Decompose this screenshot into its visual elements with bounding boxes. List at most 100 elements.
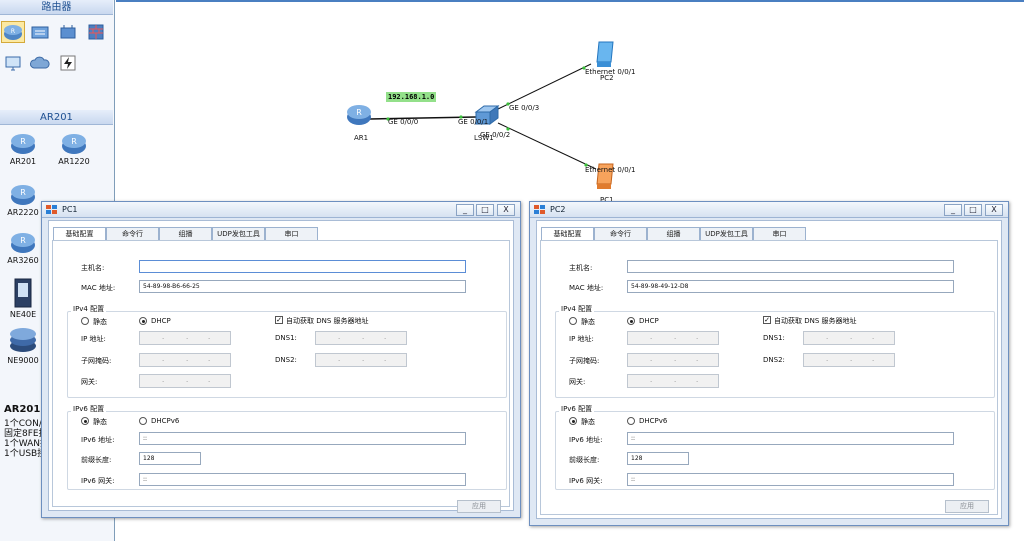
router-icon[interactable]: R [346,102,372,126]
port-dot [386,117,390,121]
tab-multicast[interactable]: 组播 [647,227,700,241]
maximize-button[interactable]: □ [476,204,494,216]
dns1-input[interactable]: ... [315,331,407,345]
pc-icon[interactable] [593,40,617,70]
window-titlebar[interactable]: PC1 _ □ X [42,202,520,218]
port-label: GE 0/0/0 [388,118,419,126]
prefix-length-input[interactable]: 128 [139,452,201,465]
tab-command-line[interactable]: 命令行 [594,227,647,241]
close-button[interactable]: X [497,204,515,216]
ipv4-static-label: 静态 [93,318,107,326]
dns1-input[interactable]: ... [803,331,895,345]
hostname-label: 主机名: [569,264,593,272]
device-ar3260[interactable]: R AR3260 [1,230,45,265]
minimize-button[interactable]: _ [456,204,474,216]
ip-address-label: IP 地址: [81,335,106,343]
window-title: PC2 [550,205,566,214]
ipv4-dhcp-radio[interactable] [139,317,147,325]
subnet-mask-label: 子网掩码: [569,357,600,365]
pc-icon[interactable] [593,162,617,192]
hostname-input[interactable] [627,260,954,273]
ipv6-config-group [67,411,507,490]
ipv4-config-title: IPv4 配置 [559,304,595,314]
pc-category-tile[interactable] [1,52,25,74]
tab-serial[interactable]: 串口 [753,227,806,241]
window-content: 基础配置 命令行 组播 UDP发包工具 串口 主机名: MAC 地址: 54-8… [48,220,514,513]
mac-address-field[interactable]: 54-89-98-B6-66-25 [139,280,466,293]
window-titlebar[interactable]: PC2 _ □ X [530,202,1008,218]
apply-button[interactable]: 应用 [457,500,501,513]
minimize-button[interactable]: _ [944,204,962,216]
ipv6-static-label: 静态 [581,418,595,426]
subnet-mask-input[interactable]: ... [627,353,719,367]
gateway-input[interactable]: ... [627,374,719,388]
wlan-category-tile[interactable] [56,21,80,43]
maximize-button[interactable]: □ [964,204,982,216]
router-category-tile[interactable]: R [1,21,25,43]
node-label-pc1: PC1 [600,196,614,204]
ipv6-config-title: IPv6 配置 [71,404,107,414]
ipv6-config-title: IPv6 配置 [559,404,595,414]
device-ne40e[interactable]: NE40E [1,278,45,319]
switch-category-tile[interactable] [28,21,52,43]
ipv4-dhcp-radio[interactable] [627,317,635,325]
dhcpv6-radio[interactable] [627,417,635,425]
app-icon [534,205,545,214]
chassis-router-icon [14,278,32,308]
link-lsw1-pc1 [497,122,597,170]
device-ar201[interactable]: R AR201 [1,131,45,166]
device-ar2220[interactable]: R AR2220 [1,182,45,217]
ipv6-address-input[interactable]: :: [139,432,466,445]
app-icon [46,205,57,214]
device-ne9000[interactable]: NE9000 [1,326,45,365]
ipv4-config-title: IPv4 配置 [71,304,107,314]
prefix-length-input[interactable]: 128 [627,452,689,465]
dns2-label: DNS2: [763,356,785,364]
tab-basic-config[interactable]: 基础配置 [541,227,594,241]
ipv6-gateway-input[interactable]: :: [139,473,466,486]
ipv6-config-group [555,411,995,490]
tab-multicast[interactable]: 组播 [159,227,212,241]
hostname-input[interactable] [139,260,466,273]
cluster-router-icon [10,328,36,352]
apply-button[interactable]: 应用 [945,500,989,513]
mac-label: MAC 地址: [569,284,604,292]
cable-category-tile[interactable] [56,52,80,74]
gateway-input[interactable]: ... [139,374,231,388]
switch-icon[interactable] [472,102,500,130]
auto-dns-checkbox[interactable]: ✓ [763,316,771,324]
gateway-label: 网关: [81,378,98,386]
firewall-icon [88,24,104,40]
ipv6-gateway-input[interactable]: :: [627,473,954,486]
network-label[interactable]: 192.168.1.0 [386,92,437,102]
auto-dns-checkbox[interactable]: ✓ [275,316,283,324]
ipv4-config-group [67,311,507,398]
svg-text:R: R [20,236,26,245]
ipv4-static-radio[interactable] [81,317,89,325]
ipv6-static-radio[interactable] [81,417,89,425]
ipv4-static-radio[interactable] [569,317,577,325]
dhcpv6-label: DHCPv6 [151,417,180,425]
dns2-input[interactable]: ... [315,353,407,367]
close-button[interactable]: X [985,204,1003,216]
tab-basic-config[interactable]: 基础配置 [53,227,106,241]
device-info-line: 1个USB接口 [4,449,56,459]
gateway-label: 网关: [569,378,586,386]
tab-udp-tool[interactable]: UDP发包工具 [212,227,265,241]
port-dot [506,102,510,106]
dns2-input[interactable]: ... [803,353,895,367]
dhcpv6-radio[interactable] [139,417,147,425]
tab-udp-tool[interactable]: UDP发包工具 [700,227,753,241]
ipv6-static-radio[interactable] [569,417,577,425]
cloud-category-tile[interactable] [28,52,52,74]
tab-command-line[interactable]: 命令行 [106,227,159,241]
subnet-mask-input[interactable]: ... [139,353,231,367]
mac-address-field[interactable]: 54-89-98-49-12-D8 [627,280,954,293]
firewall-category-tile[interactable] [84,21,108,43]
tab-serial[interactable]: 串口 [265,227,318,241]
device-ar1220[interactable]: R AR1220 [52,131,96,166]
ip-address-input[interactable]: ... [139,331,231,345]
svg-text:R: R [20,188,26,197]
ipv6-address-input[interactable]: :: [627,432,954,445]
ip-address-input[interactable]: ... [627,331,719,345]
